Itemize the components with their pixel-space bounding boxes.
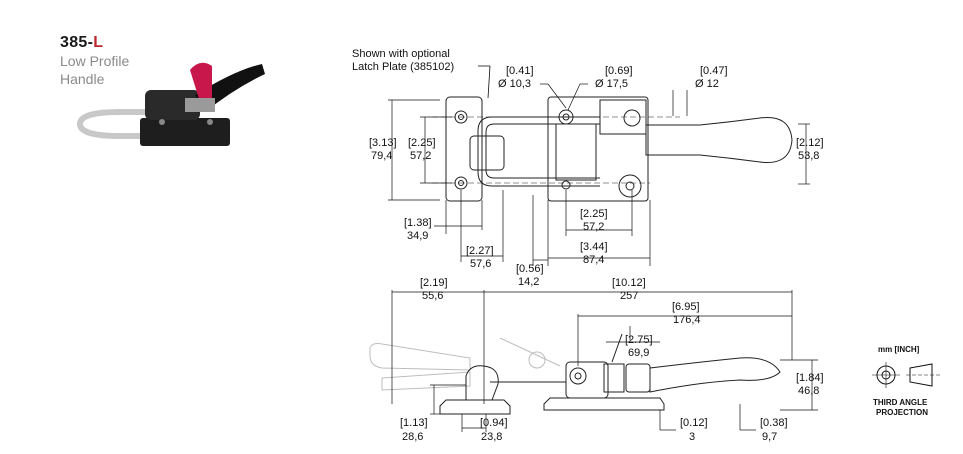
side-view-dimensions: [2.19] 55,6 [10.12] 257 [6.95] 176,4 [2.… [400,277,824,443]
svg-text:[1.13]: [1.13] [400,417,428,429]
svg-text:87,4: 87,4 [583,254,604,266]
svg-text:[3.44]: [3.44] [580,241,608,253]
svg-text:57,2: 57,2 [410,150,431,162]
svg-text:[0.69]: [0.69] [605,65,633,77]
svg-text:[10.12]: [10.12] [612,277,646,289]
svg-text:69,9: 69,9 [628,347,649,359]
svg-text:mm [INCH]: mm [INCH] [878,345,920,354]
svg-text:Ø 12: Ø 12 [695,78,719,90]
svg-text:Ø 17,5: Ø 17,5 [595,78,628,90]
svg-text:3: 3 [689,431,695,443]
svg-text:[0.94]: [0.94] [480,417,508,429]
svg-text:55,6: 55,6 [422,290,443,302]
svg-text:[0.41]: [0.41] [506,65,534,77]
side-view [439,333,781,415]
svg-text:57,6: 57,6 [470,258,491,270]
svg-text:79,4: 79,4 [371,150,392,162]
svg-text:PROJECTION: PROJECTION [876,408,928,417]
svg-text:[2.12]: [2.12] [796,137,824,149]
svg-text:[0.56]: [0.56] [516,263,544,275]
svg-text:28,6: 28,6 [402,431,423,443]
svg-text:[0.12]: [0.12] [680,417,708,429]
svg-text:[1.84]: [1.84] [796,372,824,384]
svg-text:57,2: 57,2 [583,221,604,233]
projection-legend: mm [INCH] THIRD ANGLE PROJECTION [872,345,940,417]
svg-text:[3.13]: [3.13] [369,137,397,149]
description-line-2: Handle [60,71,105,87]
svg-text:[0.47]: [0.47] [700,65,728,77]
svg-text:23,8: 23,8 [481,431,502,443]
svg-text:34,9: 34,9 [407,230,428,242]
svg-text:THIRD ANGLE: THIRD ANGLE [873,398,928,407]
side-view-dimension-lines [391,290,818,432]
svg-text:Shown with optional: Shown with optional [352,48,450,60]
svg-text:53,8: 53,8 [798,150,819,162]
svg-text:Ø 10,3: Ø 10,3 [498,78,531,90]
top-view [432,96,793,202]
svg-text:[1.38]: [1.38] [404,217,432,229]
svg-text:[2.25]: [2.25] [408,137,436,149]
svg-text:176,4: 176,4 [673,314,701,326]
svg-text:[6.95]: [6.95] [672,301,700,313]
svg-text:14,2: 14,2 [518,276,539,288]
top-view-dimensions: [0.41] Ø 10,3 [0.69] Ø 17,5 [0.47] Ø 12 … [369,65,824,288]
svg-text:[2.27]: [2.27] [466,245,494,257]
svg-text:[2.75]: [2.75] [625,334,653,346]
product-title-block: 385-L Low Profile Handle [60,34,129,88]
third-angle-projection-icon [872,362,940,388]
model-number: 385-L [60,34,104,51]
svg-text:9,7: 9,7 [762,431,777,443]
svg-text:[2.25]: [2.25] [580,208,608,220]
svg-text:257: 257 [620,290,638,302]
svg-text:46,8: 46,8 [798,385,819,397]
product-photo [76,62,265,146]
latch-plate-note: Shown with optional Latch Plate (385102) [352,48,491,99]
svg-text:[0.38]: [0.38] [760,417,788,429]
description-line-1: Low Profile [60,53,130,69]
top-view-dimension-lines [388,83,810,266]
svg-text:Latch Plate (385102): Latch Plate (385102) [352,61,454,73]
svg-text:[2.19]: [2.19] [420,277,448,289]
